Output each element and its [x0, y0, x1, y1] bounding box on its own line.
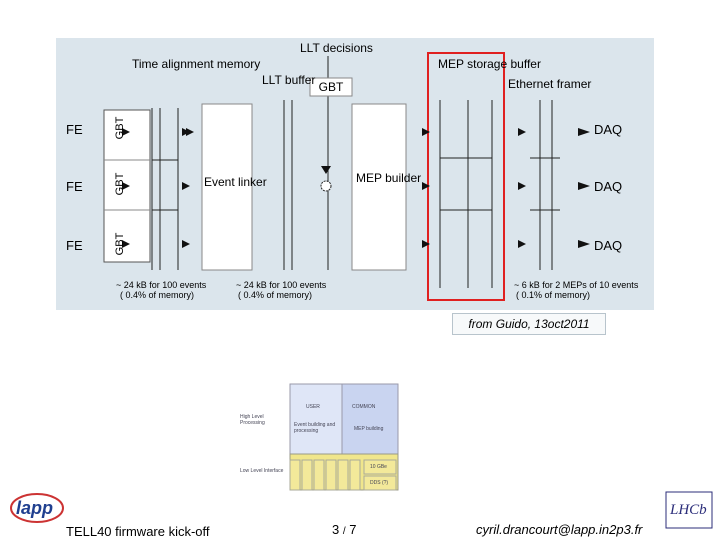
- page-number: 3 / 7: [332, 522, 357, 537]
- common-label: COMMON: [352, 404, 376, 410]
- lhcb-logo: LHCb: [664, 490, 714, 530]
- presentation-title: TELL40 firmware kick-off: [66, 524, 210, 539]
- note-1-line-1: ~ 24 kB for 100 events: [116, 280, 207, 290]
- lapp-logo: lapp: [8, 486, 66, 526]
- mini-architecture-diagram: High Level Processing Low Level Interfac…: [240, 380, 400, 492]
- note-3-line-2: ( 0.1% of memory): [516, 290, 591, 300]
- llt-buffer-label: LLT buffer: [262, 73, 316, 87]
- user-label: USER: [306, 404, 320, 410]
- daq-label: DAQ: [594, 179, 623, 194]
- event-linker-label: Event linker: [204, 175, 267, 189]
- note-3-line-1: ~ 6 kB for 2 MEPs of 10 events: [514, 280, 639, 290]
- diagram-lines: [103, 52, 590, 301]
- cell-dds: DDS (?): [370, 480, 389, 486]
- high-level-label: High Level Processing: [240, 414, 265, 426]
- fe-label: FE: [66, 238, 83, 253]
- source-caption: from Guido, 13oct2011: [452, 313, 606, 335]
- mep-building-label: MEP building: [354, 426, 384, 432]
- gbt-vertical-label: GBT: [114, 172, 126, 196]
- llt-decisions-label: LLT decisions: [300, 41, 373, 55]
- mep-storage-label: MEP storage buffer: [438, 57, 541, 71]
- gbt-vertical-label: GBT: [114, 232, 126, 256]
- ethernet-framer-label: Ethernet framer: [508, 77, 592, 91]
- event-building-label: Event building and processing: [294, 422, 336, 434]
- gbt-vertical-label: GBT: [114, 116, 126, 140]
- svg-text:lapp: lapp: [16, 498, 53, 518]
- low-level-label: Low Level Interface: [240, 468, 284, 474]
- readout-diagram: Time alignment memory LLT decisions LLT …: [56, 38, 654, 310]
- total-pages: 7: [349, 522, 357, 537]
- note-2-line-1: ~ 24 kB for 100 events: [236, 280, 327, 290]
- fe-label: FE: [66, 179, 83, 194]
- time-alignment-label: Time alignment memory: [132, 57, 261, 71]
- author-email: cyril.drancourt@lapp.in2p3.fr: [476, 522, 643, 537]
- cell-10gbe: 10 GBe: [370, 464, 387, 470]
- mep-builder-label: MEP builder: [356, 171, 422, 185]
- fe-label: FE: [66, 122, 83, 137]
- mini-diagram-shapes: [289, 383, 399, 491]
- page-separator: /: [342, 526, 346, 537]
- svg-text:LHCb: LHCb: [669, 502, 707, 518]
- note-1-line-2: ( 0.4% of memory): [120, 290, 195, 300]
- current-page: 3: [332, 522, 340, 537]
- daq-label: DAQ: [594, 122, 623, 137]
- gbt-box-label: GBT: [318, 80, 344, 94]
- daq-label: DAQ: [594, 238, 623, 253]
- note-2-line-2: ( 0.4% of memory): [238, 290, 313, 300]
